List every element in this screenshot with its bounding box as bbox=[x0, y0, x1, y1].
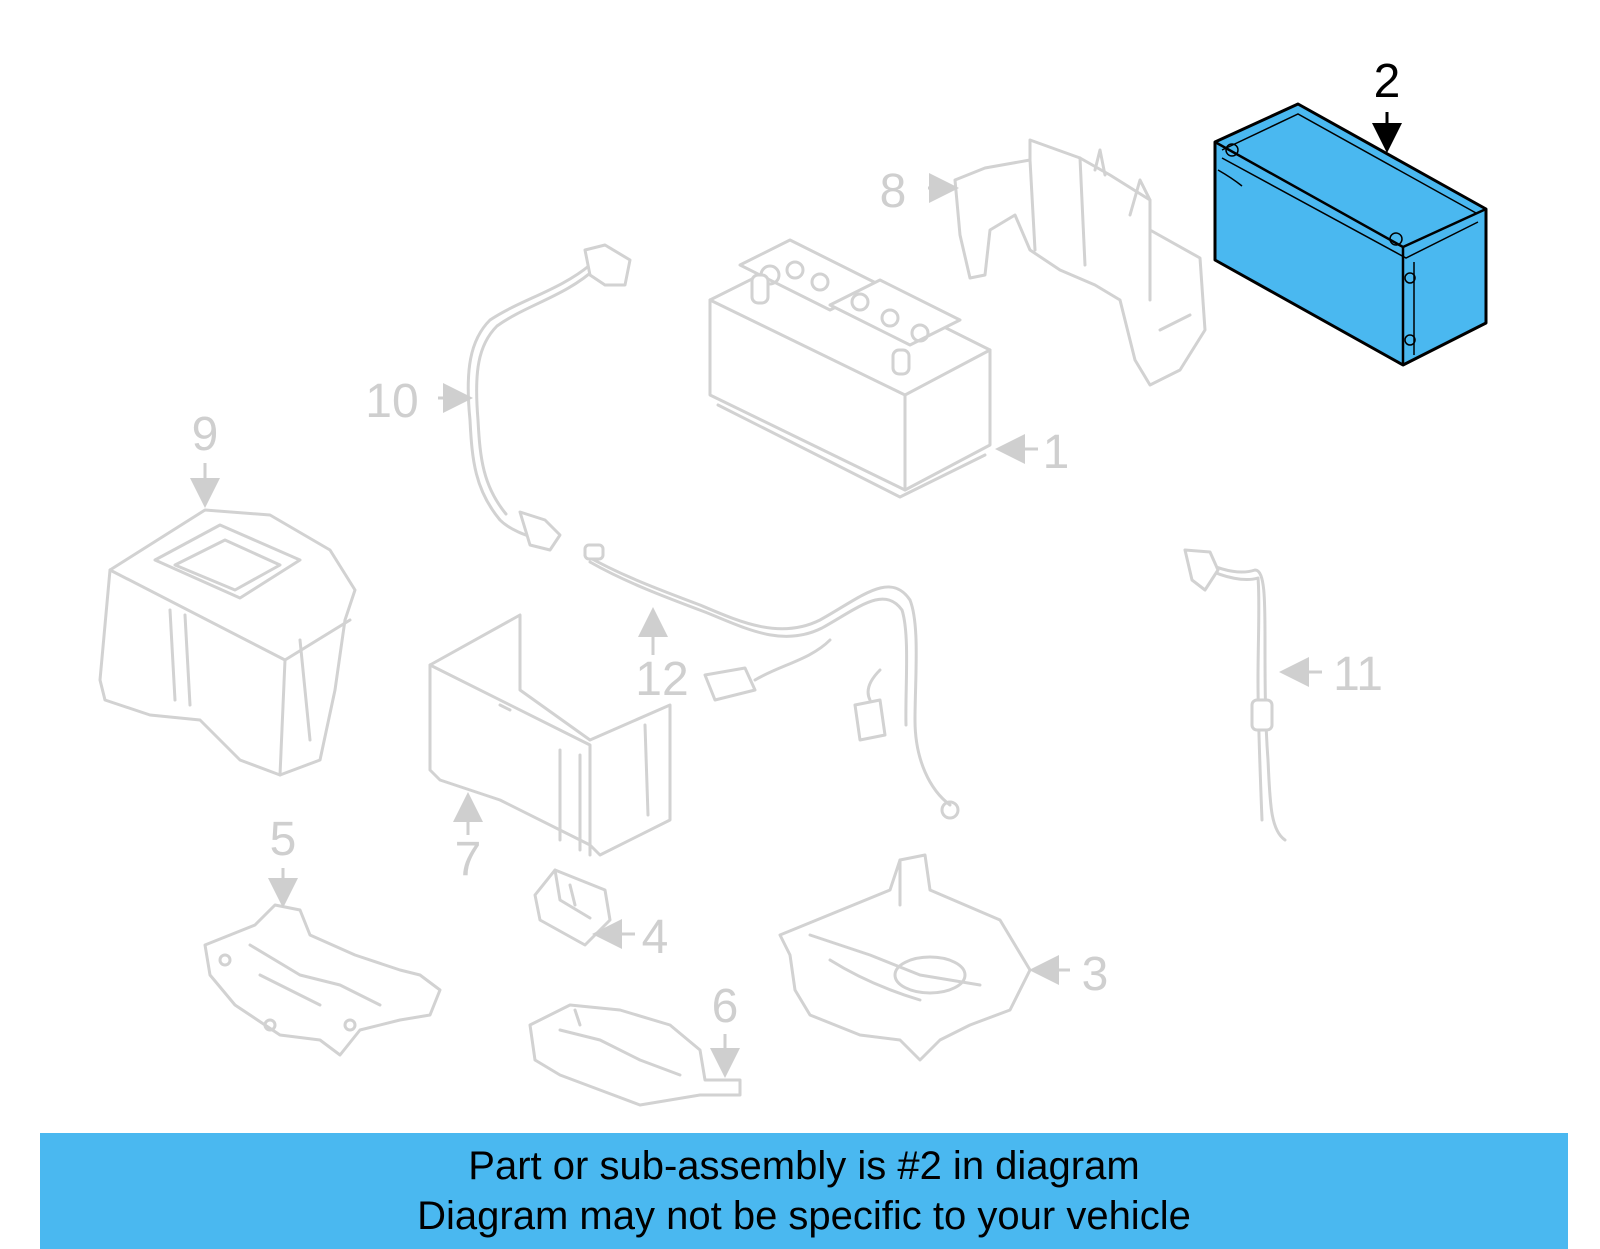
callout-1[interactable]: 1 bbox=[1043, 426, 1070, 479]
callout-2[interactable]: 2 bbox=[1374, 55, 1401, 108]
part-2-battery-box[interactable] bbox=[1213, 102, 1488, 367]
part-7-tray[interactable] bbox=[428, 613, 672, 857]
part-5-bracket[interactable] bbox=[203, 903, 442, 1057]
part-10-cable[interactable] bbox=[466, 243, 632, 552]
callout-4[interactable]: 4 bbox=[642, 911, 669, 964]
callout-10[interactable]: 10 bbox=[365, 375, 418, 428]
callout-8[interactable]: 8 bbox=[880, 165, 907, 218]
callout-5[interactable]: 5 bbox=[270, 813, 297, 866]
callout-9[interactable]: 9 bbox=[192, 408, 219, 461]
info-banner: Part or sub-assembly is #2 in diagram Di… bbox=[40, 1133, 1568, 1249]
part-6-bracket[interactable] bbox=[528, 1003, 742, 1107]
callout-7[interactable]: 7 bbox=[455, 833, 482, 886]
part-9-cover[interactable] bbox=[98, 508, 357, 777]
part-12-harness[interactable] bbox=[583, 543, 960, 820]
part-8-bracket[interactable] bbox=[953, 138, 1207, 387]
banner-line-2: Diagram may not be specific to your vehi… bbox=[417, 1194, 1191, 1238]
part-1-battery[interactable] bbox=[708, 238, 992, 499]
callout-11[interactable]: 11 bbox=[1333, 648, 1383, 701]
banner-line-1: Part or sub-assembly is #2 in diagram bbox=[468, 1144, 1140, 1188]
part-11-cable[interactable] bbox=[1183, 548, 1287, 842]
part-3-tray[interactable] bbox=[778, 853, 1032, 1062]
callout-6[interactable]: 6 bbox=[712, 980, 739, 1033]
callout-3[interactable]: 3 bbox=[1082, 948, 1109, 1001]
callout-12[interactable]: 12 bbox=[635, 653, 688, 706]
